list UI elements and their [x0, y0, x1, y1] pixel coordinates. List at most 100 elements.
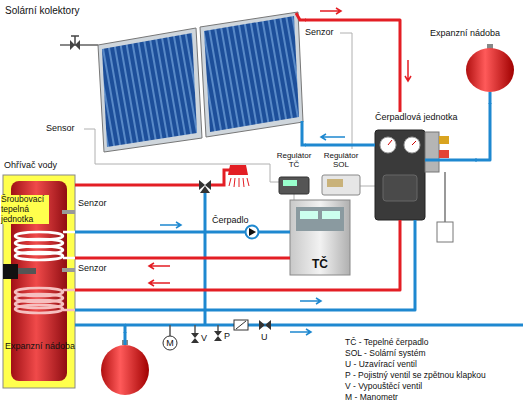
shower-symbol: [243, 178, 244, 187]
sensor-wire: [84, 129, 279, 182]
flow-arrow: [290, 329, 311, 335]
controller-box: Regulátor SOL: [318, 151, 366, 197]
part-label: Senzor: [78, 263, 107, 273]
water-heater-body: [62, 268, 75, 272]
water-heater-body: [15, 288, 75, 313]
water-heater-body: [3, 264, 18, 279]
pump-unit-body: [388, 140, 392, 145]
callout-letter: P: [224, 331, 230, 341]
pump-symbol: [246, 226, 259, 239]
node-label: Čerpadlová jednotka: [375, 112, 458, 122]
valve-symbol: [234, 320, 248, 330]
pump-unit-body: [425, 159, 477, 162]
solar-collector: [102, 33, 197, 147]
solar-collector: [204, 16, 299, 132]
sensor-wire: [294, 194, 295, 200]
valve-symbol: [163, 320, 271, 350]
mixing-valve: [199, 180, 211, 193]
valve-symbol: [169, 325, 171, 336]
shower-symbol: [228, 165, 248, 175]
pump-unit-body: [383, 175, 417, 201]
pump-unit: Čerpadlová jednotka: [375, 112, 475, 220]
solar-collector: [71, 35, 79, 37]
flow-arrow: [149, 263, 170, 269]
water-pipe: [75, 170, 523, 325]
node-label: Solární kolektory: [5, 5, 79, 17]
sensor-wire: [84, 33, 375, 200]
callout-letter: M: [166, 338, 175, 348]
pump-symbol: [246, 226, 259, 239]
solar-collector: [74, 36, 76, 45]
solar-collector: [60, 12, 306, 152]
heat-pump-body: [300, 211, 318, 219]
legend-entry: SOL - Solární systém: [345, 349, 425, 359]
pump-unit-body: [425, 132, 439, 172]
pump-unit-body: [437, 222, 453, 242]
pump-unit-body: [439, 150, 449, 158]
legend-entry: U - Uzavírací ventil: [345, 360, 417, 370]
pipe-connector: [75, 325, 125, 333]
pump-unit-body: [380, 137, 396, 153]
flow-arrow: [321, 134, 345, 140]
mixing-valve: [200, 186, 210, 193]
expansion-vessel-symbol: [489, 92, 492, 104]
callout-letter: U: [261, 332, 268, 342]
water-heater-body: [15, 232, 75, 260]
valve-symbol: [191, 333, 199, 343]
controller-box: Regulátor TČ: [273, 151, 317, 197]
shower-symbol: [228, 165, 249, 187]
node-label: Expanzní nádoba: [430, 28, 500, 38]
heat-pump-body: [322, 211, 340, 219]
water-pipe: [125, 324, 523, 327]
pipe-connector: [75, 220, 400, 290]
expansion-vessel-symbol: [101, 345, 149, 395]
expansion-vessel-symbol: [466, 48, 514, 92]
pump-unit-body: [375, 130, 425, 220]
shower-symbol: [247, 178, 249, 186]
expansion-vessel-symbol: [101, 44, 514, 395]
solar-collector: [200, 12, 303, 137]
flow-arrow: [160, 222, 181, 228]
valve-symbol: [259, 320, 271, 330]
controller-device: [322, 175, 360, 195]
pump-unit-body: [444, 172, 446, 222]
shower-symbol: [239, 178, 240, 187]
water-heater-body: [15, 305, 63, 313]
shower-symbol: [229, 178, 231, 186]
water-heater-body: [63, 309, 75, 312]
pump-unit-body: [412, 141, 416, 145]
solar-collector: [302, 121, 306, 145]
heat-pump-box: TČ: [290, 200, 352, 275]
flow-arrow: [149, 8, 411, 335]
part-label: Čerpadlo: [212, 215, 249, 225]
controller-device: [283, 180, 297, 186]
legend-entry: P - Pojistný ventil se zpětnou klapkou: [345, 371, 486, 381]
pipe-connector: [475, 103, 490, 160]
water-heater-body: [18, 268, 36, 274]
valve-symbol: [194, 325, 196, 333]
controller-device: [279, 177, 309, 194]
water-heater-body: [63, 289, 75, 292]
expansion-vessel: Expanzní nádoba: [428, 28, 518, 103]
pump-unit-body: [439, 136, 449, 144]
valve-symbol: [163, 336, 177, 350]
pipe-connector: [75, 257, 290, 260]
valve-symbol: [236, 321, 246, 329]
pipe-connector: [305, 20, 400, 112]
legend-entry: TČ - Tepelné čerpadlo: [345, 338, 428, 348]
pump-symbol: [249, 228, 256, 236]
node-label: Regulátor SOL: [318, 151, 364, 169]
valve-symbol: [214, 331, 222, 341]
shower-symbol: [234, 178, 235, 187]
node-label: Expanzní nádoba: [5, 341, 75, 351]
expansion-vessel-symbol: [124, 332, 127, 345]
node-label: Ohřívač vody: [4, 160, 57, 170]
heat-pump-body: [290, 200, 350, 275]
shower-symbol: [229, 178, 249, 187]
water-pipe: [75, 184, 199, 187]
heat-pump-body: [290, 200, 350, 275]
legend-entry: V - Vypouštěcí ventil: [345, 382, 422, 392]
water-heater-body: [15, 252, 63, 260]
sensor-wire: [340, 33, 352, 149]
node-label: Regulátor TČ: [273, 151, 315, 169]
